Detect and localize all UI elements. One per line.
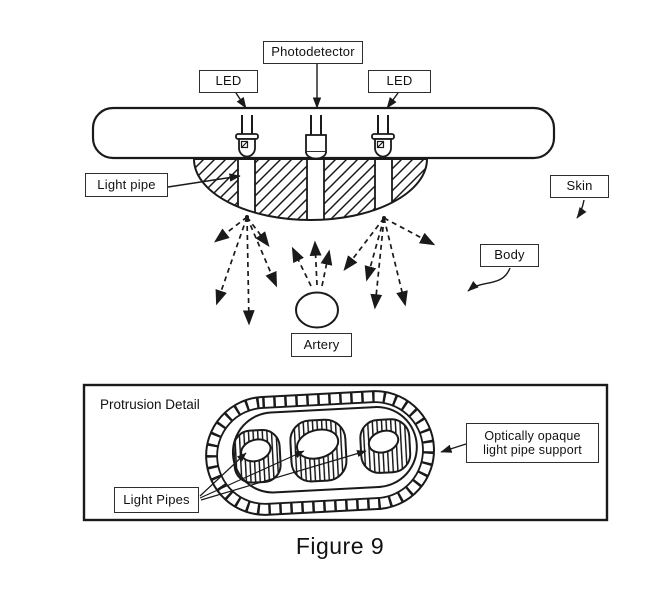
label-opaque-support-line2: light pipe support [483, 443, 582, 457]
label-led-right: LED [368, 70, 431, 93]
photodetector-symbol [305, 115, 327, 160]
led-right-leader-arrow [386, 92, 399, 109]
artery-circle [295, 291, 339, 329]
light-pipe-channel-center [306, 159, 325, 220]
label-photodetector: Photodetector [263, 41, 363, 64]
sensor-housing [91, 106, 556, 160]
detail-cylinder-right [359, 418, 412, 474]
light-pipe-channel-left [237, 159, 256, 220]
light-pipe-support-ring [205, 390, 435, 516]
ring-rim-hatching [206, 391, 434, 515]
label-light-pipe: Light pipe [85, 173, 168, 197]
label-light-pipes: Light Pipes [114, 487, 199, 513]
support-leader-arrow [440, 443, 467, 453]
body-arrow [467, 267, 511, 292]
detail-panel-title: Protrusion Detail [100, 397, 200, 412]
led-left-leader-arrow [235, 92, 247, 109]
skin-arrow [576, 199, 587, 219]
label-skin: Skin [550, 175, 609, 198]
light-pipe-channel-right [374, 159, 393, 220]
label-opaque-support: Optically opaque light pipe support [466, 423, 599, 463]
label-led-left: LED [199, 70, 258, 93]
scattered-light-rays [213, 215, 436, 326]
led-symbol-left [235, 115, 259, 158]
detail-cylinder-left [232, 428, 282, 484]
protrusion-hatched-support [192, 158, 429, 221]
led-symbol-right [371, 115, 395, 158]
light-pipes-leader-lines [199, 450, 367, 501]
label-body: Body [480, 244, 539, 267]
label-opaque-support-line1: Optically opaque [484, 429, 581, 443]
light-pipe-leader-arrow [167, 173, 241, 188]
figure-caption: Figure 9 [295, 533, 385, 559]
detail-cylinder-center [289, 418, 348, 483]
label-artery: Artery [291, 333, 352, 357]
